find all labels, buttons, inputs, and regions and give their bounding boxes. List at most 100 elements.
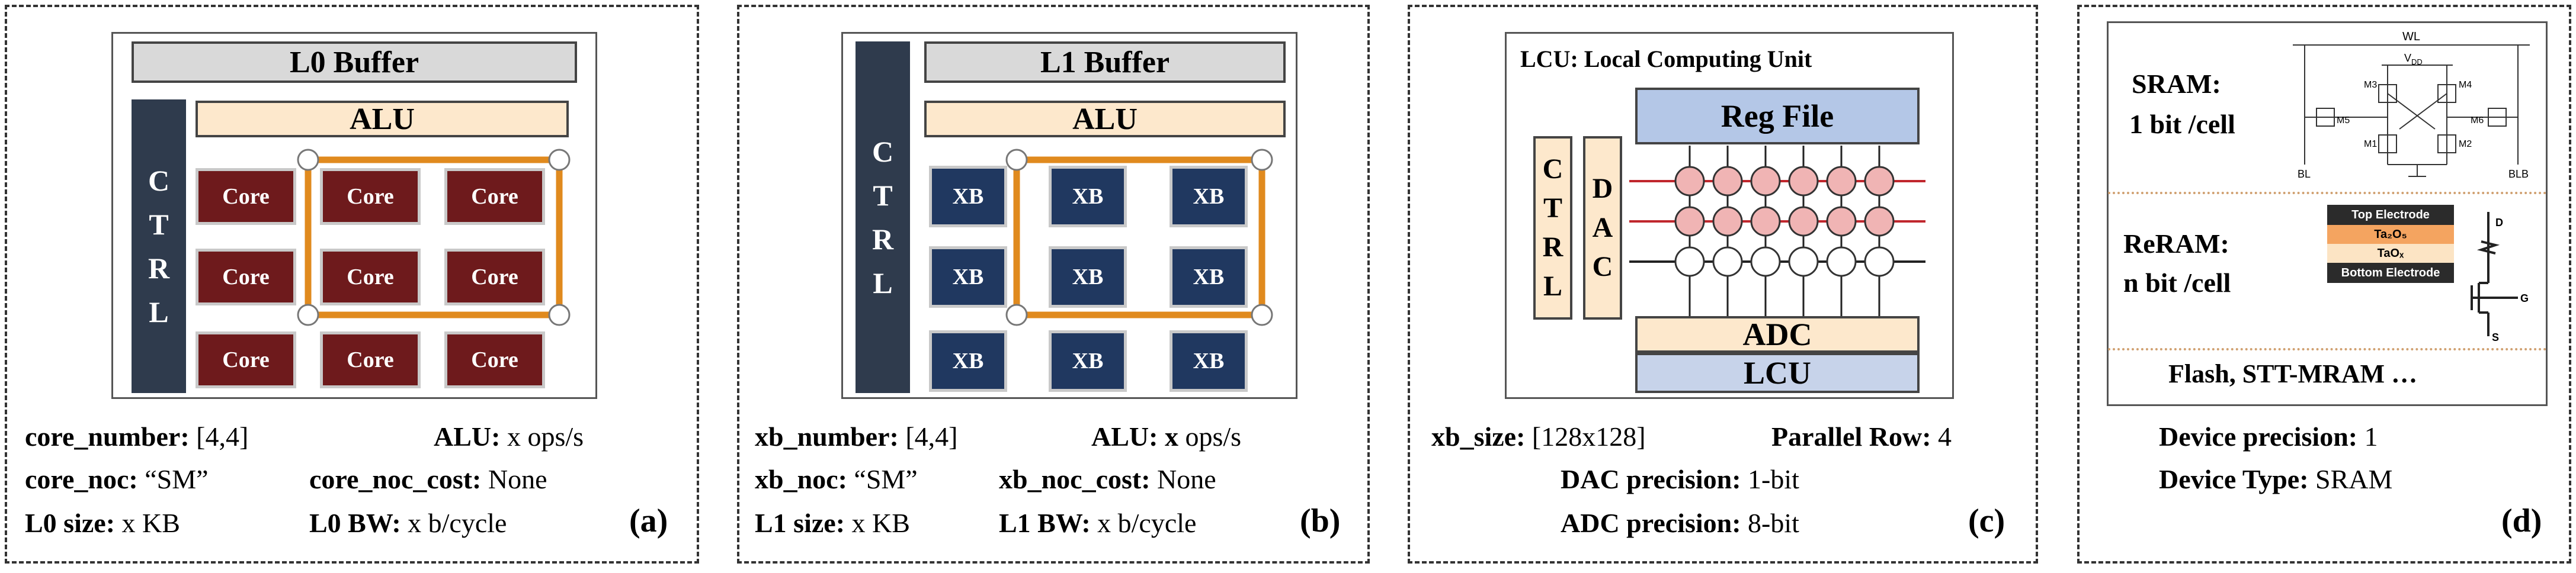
param-core-noc-cost: core_noc_cost: None (309, 464, 547, 494)
top-electrode: Top Electrode (2327, 205, 2454, 225)
wl-label: WL (2402, 30, 2420, 43)
lcu-block: LCU (1635, 353, 1920, 393)
m1-label: M1 (2364, 139, 2377, 149)
idle-cells (1674, 246, 1895, 277)
active-cells (1674, 166, 1895, 237)
core-cell: Core (196, 249, 296, 305)
alu-block: ALU (196, 101, 569, 137)
adc-block: ADC (1635, 316, 1920, 353)
param-xb-noc: xb_noc: “SM” (755, 464, 918, 494)
param-xb-noc-cost: xb_noc_cost: None (999, 464, 1216, 494)
param-dac-precision: DAC precision: 1-bit (1561, 464, 1799, 494)
g-label: G (2520, 292, 2529, 304)
core-cell: Core (320, 249, 421, 305)
reram-bits: n bit /cell (2123, 268, 2231, 298)
m2-label: M2 (2459, 139, 2472, 149)
panel-b: C T R L L1 Buffer ALU XB XB XB XB XB XB … (737, 5, 1370, 564)
taox-layer: TaOₓ (2327, 244, 2454, 263)
xb-cell: XB (1049, 166, 1127, 227)
core-cell: Core (196, 168, 296, 225)
param-xb-size: xb_size: [128x128] (1431, 421, 1646, 452)
param-l1-bw: L1 BW: x b/cycle (999, 508, 1197, 538)
xb-cell: XB (929, 330, 1007, 392)
crossbar-array (1629, 146, 1925, 317)
ctrl-letter: R (872, 223, 894, 256)
param-alu: ALU: x ops/s (434, 421, 584, 452)
ctrl-block: C T R L (1533, 136, 1572, 320)
dac-letter: A (1592, 212, 1613, 243)
m5-label: M5 (2337, 115, 2350, 125)
core-cell: Core (444, 331, 545, 388)
param-l0-size: L0 size: x KB (25, 508, 180, 538)
ta2o5-layer: Ta₂O₅ (2327, 225, 2454, 244)
ctrl-letter: T (149, 208, 169, 241)
param-core-noc: core_noc: “SM” (25, 464, 209, 494)
core-cell: Core (320, 331, 421, 388)
xb-cell: XB (1049, 246, 1127, 308)
core-cell: Core (196, 331, 296, 388)
core-cell: Core (320, 168, 421, 225)
blb-label: BLB (2508, 168, 2529, 180)
s-label: S (2492, 331, 2499, 342)
panel-tag-c: (c) (1968, 503, 2005, 539)
bottom-electrode: Bottom Electrode (2327, 263, 2454, 283)
ctrl-block: C T R L (132, 99, 186, 393)
l0-buffer: L0 Buffer (132, 41, 577, 83)
divider-1 (2108, 192, 2546, 194)
reg-file: Reg File (1635, 88, 1920, 144)
param-adc-precision: ADC precision: 8-bit (1561, 508, 1799, 538)
noc-ring (1005, 149, 1273, 326)
xb-cell: XB (929, 246, 1007, 308)
ctrl-letter: R (148, 252, 170, 285)
sram-circuit: WL VDD M3 M4 M5 M6 M1 M2 BL BLB (2293, 30, 2530, 180)
param-parallel-row: Parallel Row: 4 (1771, 421, 1952, 452)
vdd-label: VDD (2404, 52, 2423, 66)
panel-tag-a: (a) (629, 503, 668, 539)
m6-label: M6 (2471, 115, 2484, 125)
core-cell: Core (444, 249, 545, 305)
ctrl-letter: C (148, 164, 170, 197)
panel-tag-b: (b) (1300, 503, 1341, 539)
dac-block: D A C (1583, 136, 1622, 320)
core-cell: Core (444, 168, 545, 225)
bl-label: BL (2298, 168, 2311, 180)
ctrl-letter: T (873, 179, 893, 212)
xb-cell: XB (1049, 330, 1127, 392)
divider-2 (2108, 348, 2546, 350)
xb-cell: XB (1170, 166, 1248, 227)
sram-label: SRAM: (2132, 69, 2221, 99)
reram-transistor: D G S (2471, 212, 2529, 342)
ctrl-letter: C (1542, 153, 1563, 185)
alu-block: ALU (924, 101, 1286, 137)
ctrl-letter: T (1543, 192, 1562, 224)
dac-letter: C (1592, 251, 1613, 282)
param-device-type: Device Type: SRAM (2159, 464, 2393, 494)
m3-label: M3 (2364, 80, 2377, 90)
lcu-title: LCU: Local Computing Unit (1520, 46, 1812, 72)
reram-label: ReRAM: (2123, 228, 2229, 259)
noc-ring (297, 149, 571, 326)
xb-cell: XB (1170, 246, 1248, 308)
other-devices: Flash, STT-MRAM … (2168, 359, 2418, 388)
panel-d: SRAM: 1 bit /cell WL VDD M3 M4 (2077, 5, 2571, 564)
panel-c: LCU: Local Computing Unit Reg File C T R… (1408, 5, 2038, 564)
d-label: D (2495, 217, 2503, 228)
m4-label: M4 (2459, 80, 2472, 90)
xb-cell: XB (1170, 330, 1248, 392)
panel-a: L0 Buffer ALU C T R L Core Core Core Cor… (5, 5, 699, 564)
l1-buffer: L1 Buffer (924, 41, 1286, 83)
panel-tag-d: (d) (2501, 503, 2542, 539)
ctrl-letter: L (873, 266, 893, 300)
sram-bits: 1 bit /cell (2129, 109, 2235, 139)
ctrl-letter: L (149, 295, 169, 329)
ctrl-block: C T R L (856, 41, 910, 393)
param-alu: ALU: x ops/s (1091, 421, 1242, 452)
ctrl-letter: L (1543, 271, 1562, 302)
param-xb-number: xb_number: [4,4] (755, 421, 958, 452)
param-device-precision: Device precision: 1 (2159, 421, 2378, 452)
dac-letter: D (1592, 173, 1613, 204)
ctrl-letter: C (872, 135, 894, 168)
param-l1-size: L1 size: x KB (755, 508, 910, 538)
param-l0-bw: L0 BW: x b/cycle (309, 508, 507, 538)
xb-cell: XB (929, 166, 1007, 227)
